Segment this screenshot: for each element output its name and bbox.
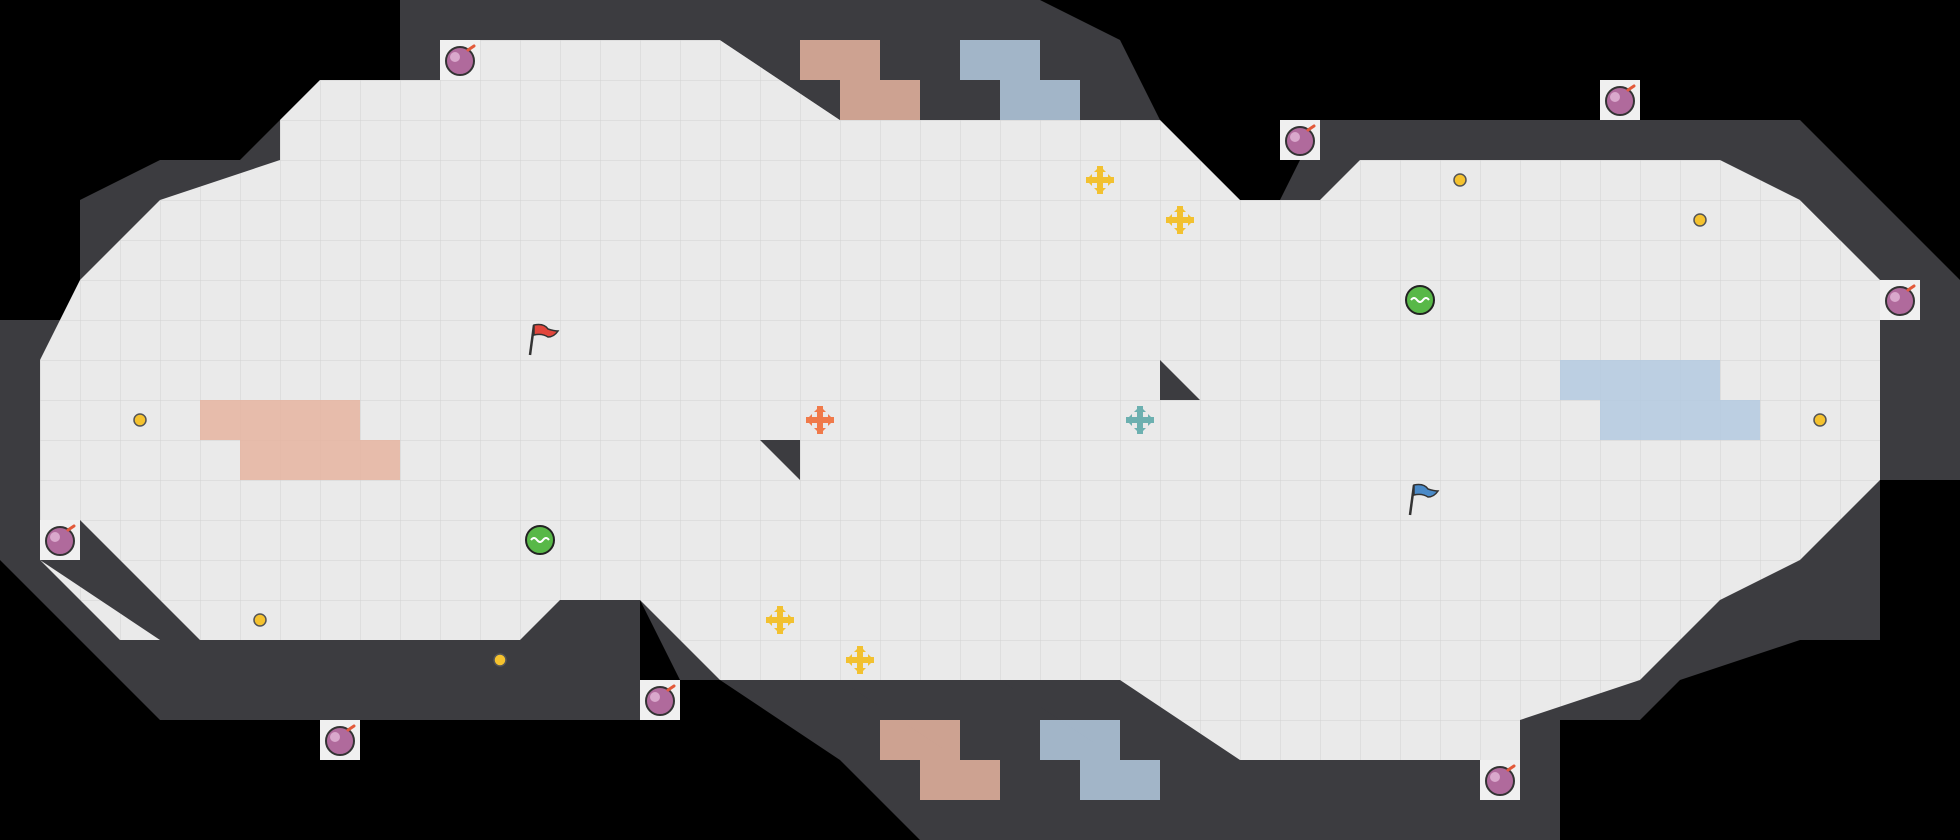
token-dot-icon[interactable] bbox=[493, 653, 507, 667]
powerup-icon[interactable] bbox=[1405, 285, 1435, 315]
blue-team-tile bbox=[1080, 720, 1120, 760]
blue-team-tile bbox=[1040, 80, 1080, 120]
token-dot-icon[interactable] bbox=[1453, 173, 1467, 187]
token-dot-icon[interactable] bbox=[253, 613, 267, 627]
token-dot-icon[interactable] bbox=[1693, 213, 1707, 227]
red-team-tile bbox=[280, 400, 320, 440]
bomb-icon[interactable] bbox=[1600, 80, 1640, 120]
blue-team-tile bbox=[1720, 400, 1760, 440]
powerup-icon[interactable] bbox=[525, 525, 555, 555]
blue-team-tile bbox=[1600, 360, 1640, 400]
blue-team-tile bbox=[1000, 80, 1040, 120]
inner-wall bbox=[1760, 160, 1880, 240]
blue-team-tile bbox=[1640, 360, 1680, 400]
floor bbox=[40, 40, 1880, 760]
blue-team-tile bbox=[1040, 720, 1080, 760]
inner-wall bbox=[1160, 360, 1200, 400]
red-flag-icon[interactable] bbox=[528, 323, 560, 356]
red-team-tile bbox=[880, 720, 920, 760]
bomb-icon[interactable] bbox=[1280, 120, 1320, 160]
blue-team-tile bbox=[1680, 400, 1720, 440]
blue-team-tile bbox=[1680, 360, 1720, 400]
bomb-icon[interactable] bbox=[640, 680, 680, 720]
red-team-tile bbox=[920, 720, 960, 760]
blue-team-tile bbox=[960, 40, 1000, 80]
red-team-tile bbox=[200, 400, 240, 440]
token-dot-icon[interactable] bbox=[1813, 413, 1827, 427]
neutral-boost-icon[interactable] bbox=[846, 646, 874, 674]
blue-team-tile bbox=[1120, 760, 1160, 800]
blue-team-tile bbox=[1000, 40, 1040, 80]
blue-team-tile bbox=[1600, 400, 1640, 440]
bomb-icon[interactable] bbox=[40, 520, 80, 560]
bomb-icon[interactable] bbox=[440, 40, 480, 80]
red-team-tile bbox=[960, 760, 1000, 800]
red-team-tile bbox=[840, 40, 880, 80]
items-layer bbox=[40, 40, 1920, 800]
bomb-icon[interactable] bbox=[1480, 760, 1520, 800]
red-team-tile bbox=[360, 440, 400, 480]
neutral-boost-icon[interactable] bbox=[1166, 206, 1194, 234]
bomb-icon[interactable] bbox=[1880, 280, 1920, 320]
blue-team-tile bbox=[1080, 760, 1120, 800]
red-team-tile bbox=[280, 440, 320, 480]
blue-flag-icon[interactable] bbox=[1408, 483, 1440, 516]
red-team-tile bbox=[240, 440, 280, 480]
red-boost-icon[interactable] bbox=[806, 406, 834, 434]
red-team-tile bbox=[800, 40, 840, 80]
inner-wall bbox=[760, 440, 800, 480]
token-dot-icon[interactable] bbox=[133, 413, 147, 427]
blue-team-tile bbox=[1560, 360, 1600, 400]
bomb-icon[interactable] bbox=[320, 720, 360, 760]
red-team-tile bbox=[320, 400, 360, 440]
red-team-tile bbox=[320, 440, 360, 480]
blue-team-tile bbox=[1640, 400, 1680, 440]
red-team-tile bbox=[840, 80, 880, 120]
neutral-boost-icon[interactable] bbox=[766, 606, 794, 634]
neutral-boost-icon[interactable] bbox=[1086, 166, 1114, 194]
red-team-tile bbox=[920, 760, 960, 800]
blue-boost-icon[interactable] bbox=[1126, 406, 1154, 434]
red-team-tile bbox=[880, 80, 920, 120]
red-team-tile bbox=[240, 400, 280, 440]
